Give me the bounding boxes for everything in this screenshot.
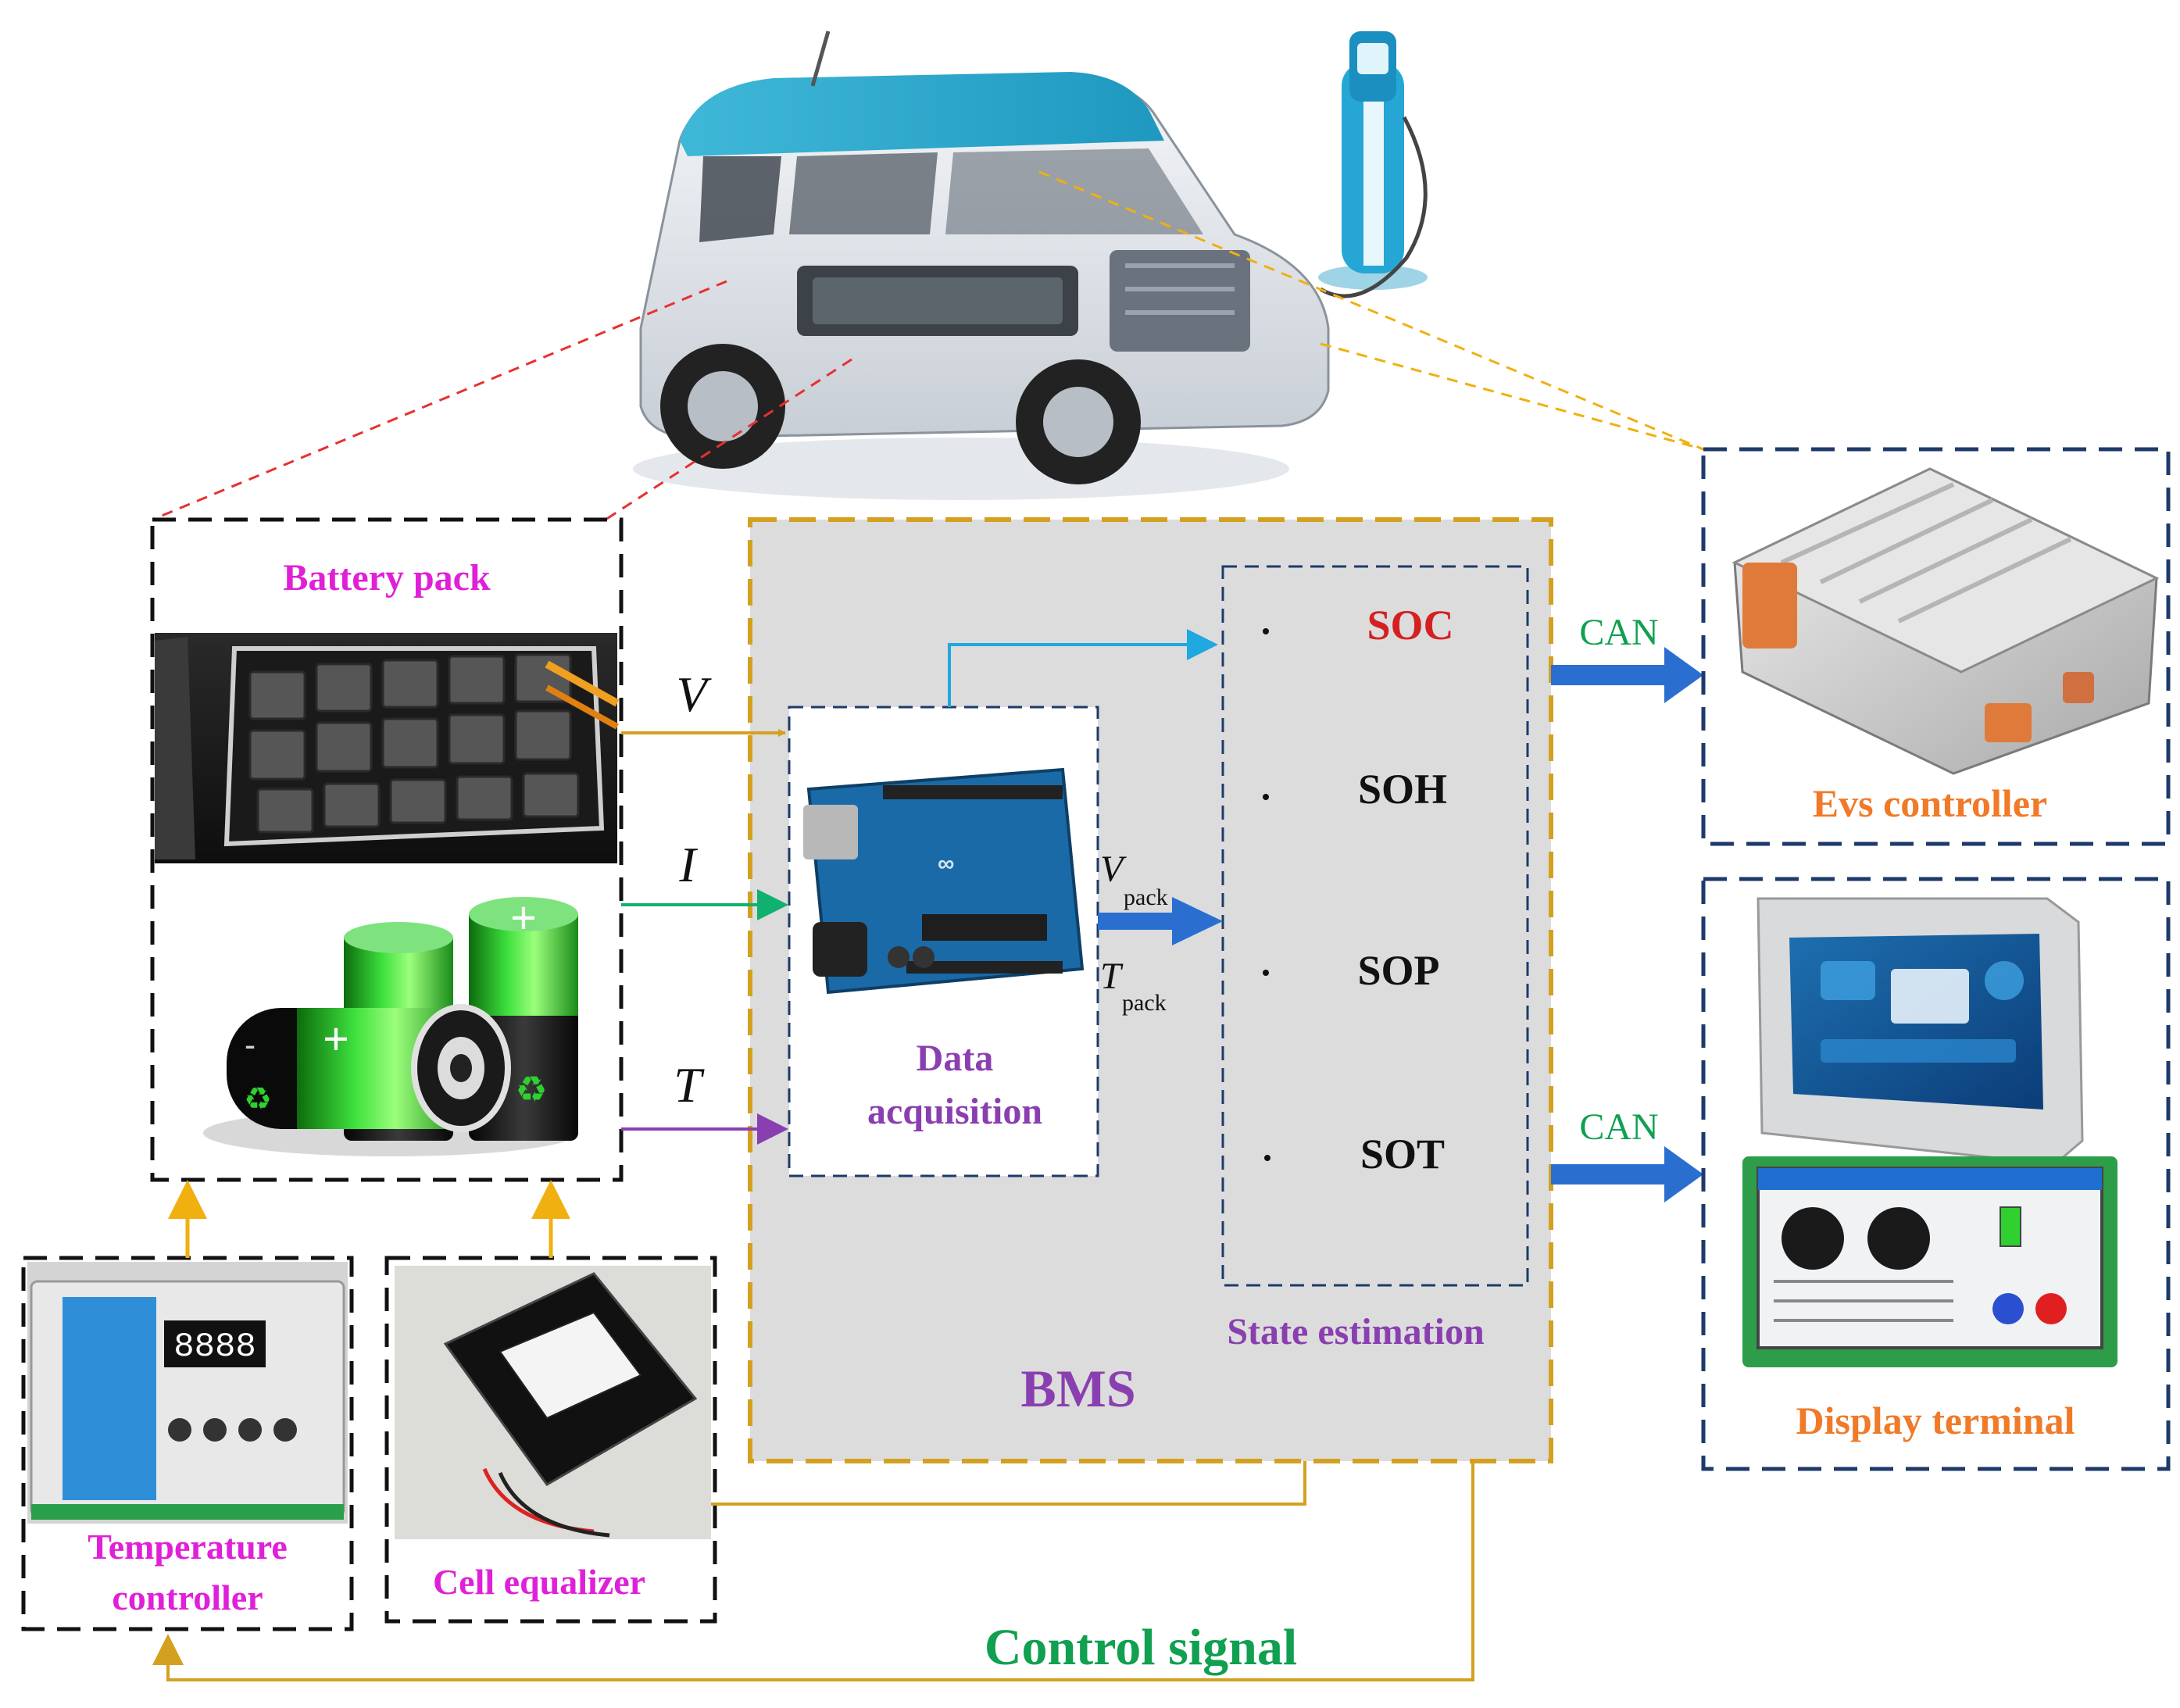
can-arrow-bottom [1551,1146,1703,1202]
temperature-controller-label-line2: controller [112,1578,263,1617]
green-batteries-image: + + - ♻ ♻ [155,863,617,1176]
svg-text:♻: ♻ [515,1070,547,1109]
battery-pack-label: Battery pack [283,557,491,599]
evs-controller-image [1731,467,2160,775]
t-pack-subscript: pack [1122,990,1167,1016]
svg-text:-: - [245,1027,255,1062]
touch-panel-image [1757,897,2084,1166]
v-pack-label: V [1100,849,1127,890]
state-list: SOC SOH SOP SOT [1263,602,1454,1177]
svg-text:∞: ∞ [938,851,954,877]
can-arrow-top [1551,647,1703,703]
svg-text:+: + [323,1013,349,1065]
control-signal-label: Control signal [985,1619,1297,1676]
cell-equalizer-label: Cell equalizer [433,1562,645,1602]
car-to-controller-dash-2 [1320,342,1704,451]
state-soc: SOC [1367,602,1453,649]
battery-module-image [155,633,620,863]
state-sot: SOT [1360,1131,1445,1177]
svg-text:♻: ♻ [244,1081,272,1117]
v-pack-subscript: pack [1124,884,1168,910]
state-bullet-sot [1264,1155,1270,1161]
arduino-board-image: ∞ [803,767,1085,995]
state-sop: SOP [1357,947,1439,994]
state-bullet-sop [1263,970,1269,976]
evs-controller-label: Evs controller [1813,781,2047,825]
display-terminal-label: Display terminal [1796,1399,2075,1442]
cell-equalizer-image [395,1266,711,1539]
can-label-bottom: CAN [1579,1106,1658,1148]
pack-to-state-arrow [1098,897,1223,945]
battery-pack-box [150,517,624,1182]
t-signal-label: T [674,1057,705,1113]
data-to-soc-arrow [948,629,1218,707]
can-label-top: CAN [1579,612,1658,653]
car-to-battery-dash-1 [152,280,727,521]
bms-label: BMS [1020,1359,1135,1418]
charging-station-image [1318,31,1428,298]
svg-text:8888: 8888 [173,1327,256,1367]
bms-to-temperature-controller-line [152,1461,1474,1681]
evs-controller-box [1701,447,2171,846]
lcd-display-image [1742,1156,2117,1367]
car-to-controller-dash-1 [1038,170,1704,451]
state-bullet-soc [1263,628,1269,634]
t-pack-label: T [1100,956,1124,997]
electric-car-image [633,30,1330,500]
data-acquisition-label-line1: Data [917,1038,994,1079]
svg-text:+: + [510,892,537,944]
state-estimation-label: State estimation [1227,1311,1484,1352]
car-to-battery-dash-2 [605,358,852,521]
i-signal-label: I [678,837,698,892]
v-signal-label: V [676,666,712,722]
display-terminal-box [1701,877,2171,1471]
state-soh: SOH [1358,766,1447,813]
temperature-controller-label-line1: Temperature [88,1527,288,1567]
state-estimation-box [1221,565,1529,1287]
state-bullet-soh [1263,794,1269,800]
temperature-controller-image: 8888 [27,1262,348,1524]
data-acquisition-label-line2: acquisition [867,1091,1042,1132]
bms-to-cell-equalizer-line [711,1461,1306,1506]
